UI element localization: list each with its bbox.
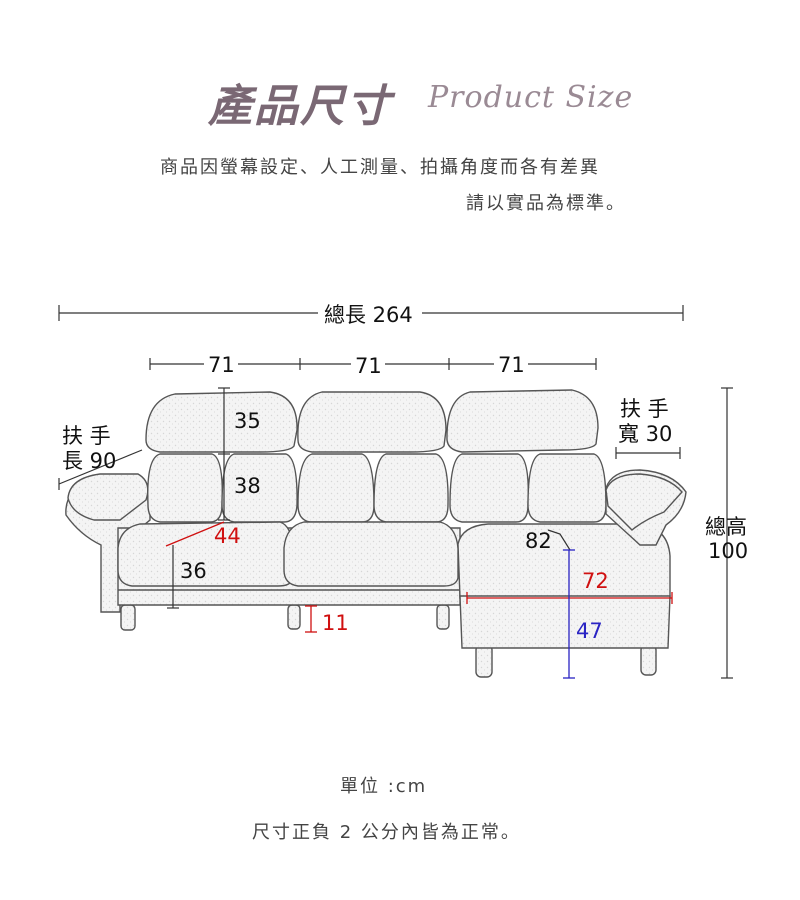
armrest-length-value: 長 90 (62, 449, 116, 473)
page-subtitle: Product Size (428, 80, 634, 115)
back-cushion-height-label: 38 (234, 474, 261, 498)
total-height-title: 總高 (705, 515, 747, 539)
back-cushion (147, 453, 223, 523)
sofa-leg (436, 604, 450, 630)
headrest (446, 389, 599, 453)
back-cushion (449, 453, 529, 523)
disclaimer-line-2: 請以實品為標準。 (466, 193, 626, 214)
armrest-length-title: 扶 手 (62, 424, 111, 448)
seat-width-label: 71 (498, 353, 525, 377)
page-title: 產品尺寸 (208, 81, 392, 132)
armrest-width-title: 扶 手 (620, 397, 669, 421)
back-cushion (527, 453, 607, 523)
header: 產品尺寸 Product Size (0, 60, 800, 140)
armrest-width-value: 寬 30 (618, 422, 672, 446)
sofa-leg (475, 644, 493, 678)
chaise-width-label: 72 (582, 569, 609, 593)
back-cushion (297, 453, 375, 523)
right-armrest-top (605, 473, 683, 531)
chaise-angle-label: 82 (525, 529, 552, 553)
tolerance-note: 尺寸正負 2 公分內皆為正常。 (252, 822, 521, 843)
seat-depth-label: 44 (214, 524, 241, 548)
headrest (145, 391, 298, 453)
back-cushion (373, 453, 449, 523)
chaise-seat-height-label: 47 (576, 619, 603, 643)
total-length-label: 總長 264 (324, 303, 413, 327)
disclaimer-line-1: 商品因螢幕設定、人工測量、拍攝角度而各有差異 (160, 157, 600, 178)
chaise-base (459, 595, 671, 649)
seat-width-label: 71 (355, 354, 382, 378)
leg-height-label: 11 (322, 611, 349, 635)
total-height-value: 100 (708, 539, 748, 563)
seat-cushion (283, 521, 459, 587)
seat-height-label: 36 (180, 559, 207, 583)
sofa-leg (287, 604, 301, 630)
seat-width-label: 71 (208, 353, 235, 377)
colored-dimension-lines (165, 521, 673, 679)
headrest-height-label: 35 (234, 409, 261, 433)
sofa-leg (640, 644, 657, 676)
unit-note: 單位 :cm (340, 776, 428, 797)
sofa-illustration (65, 389, 687, 678)
headrest (297, 391, 447, 453)
sofa-leg (120, 604, 136, 631)
